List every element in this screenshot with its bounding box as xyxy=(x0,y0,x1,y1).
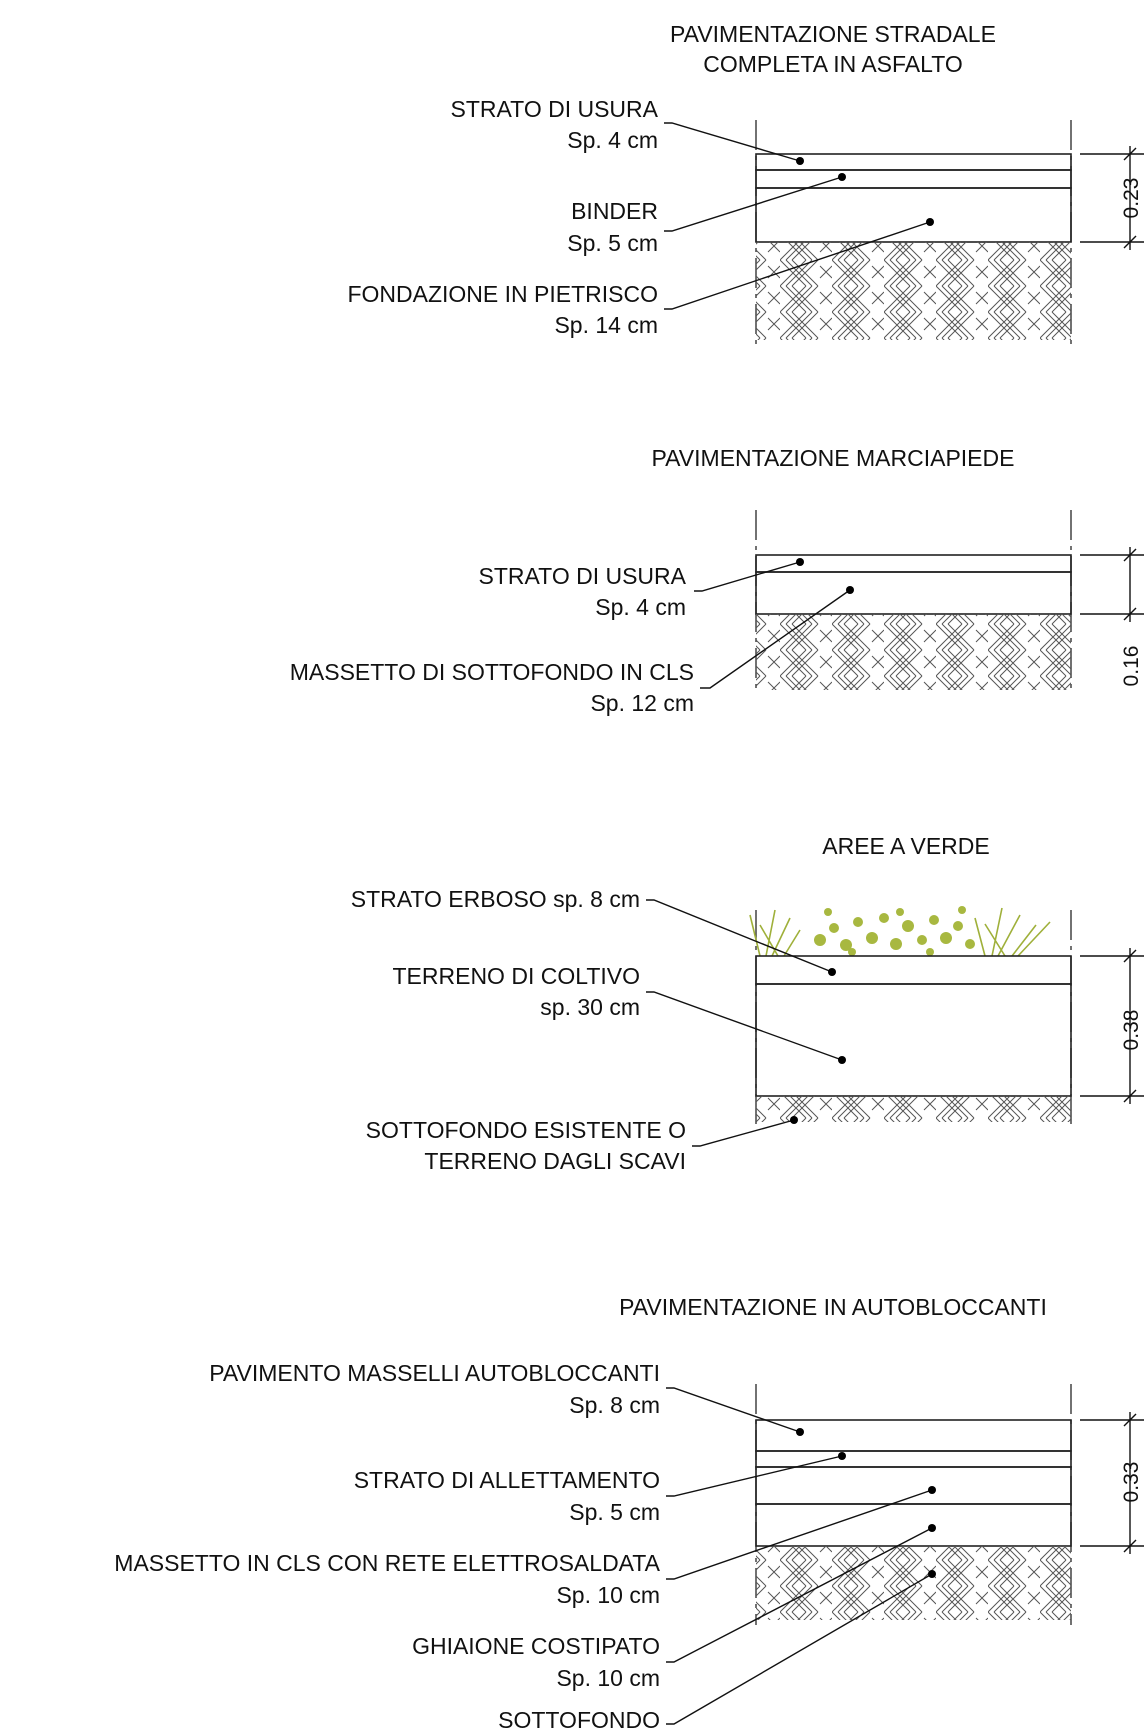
layer-binder xyxy=(755,169,1072,189)
layer-compacted-gravel xyxy=(755,1503,1072,1547)
leader-dot xyxy=(790,1116,798,1124)
layer-crushed-stone xyxy=(755,187,1072,243)
layer-thickness: Sp. 8 cm xyxy=(569,1392,660,1418)
layer-thickness: Sp. 4 cm xyxy=(567,127,658,153)
layer-label: STRATO DI USURA xyxy=(479,563,687,589)
layer-thickness: Sp. 5 cm xyxy=(567,230,658,256)
layer-thickness: Sp. 14 cm xyxy=(554,312,658,338)
leader-dot xyxy=(928,1486,936,1494)
leader-line xyxy=(666,1573,933,1725)
layer-subgrade xyxy=(756,614,1071,690)
section-title-line2: COMPLETA IN ASFALTO xyxy=(703,51,962,77)
leader-dot xyxy=(796,558,804,566)
leader-dot xyxy=(838,173,846,181)
leader-dot xyxy=(838,1056,846,1064)
layer-pavers xyxy=(755,1419,1072,1452)
layer-reinforced-concrete xyxy=(755,1466,1072,1505)
section-interlocking-pavers: PAVIMENTAZIONE IN AUTOBLOCCANTI PAVIMENT… xyxy=(114,1294,1144,1733)
leader-dot xyxy=(846,586,854,594)
layer-label-line2: TERRENO DAGLI SCAVI xyxy=(424,1148,686,1174)
leader-line xyxy=(692,1119,795,1147)
layer-label: STRATO DI USURA xyxy=(451,96,659,122)
leader-line xyxy=(664,176,843,232)
grass-icon xyxy=(749,907,1051,957)
dimension-value: 0.38 xyxy=(1120,1010,1143,1051)
dimension-total: 0.33 xyxy=(1080,1412,1144,1554)
layer-thickness: sp. 30 cm xyxy=(540,994,640,1020)
layer-existing-subgrade xyxy=(756,1096,1071,1122)
layer-concrete-screed xyxy=(755,571,1072,615)
layer-label: GHIAIONE COSTIPATO xyxy=(412,1633,660,1659)
layer-label: SOTTOFONDO ESISTENTE O xyxy=(366,1117,686,1143)
layer-label: STRATO DI ALLETTAMENTO xyxy=(354,1467,660,1493)
grass-cover xyxy=(814,906,975,956)
layer-thickness: Sp. 10 cm xyxy=(556,1582,660,1608)
layer-label: MASSETTO DI SOTTOFONDO IN CLS xyxy=(290,659,694,685)
layer-label: PAVIMENTO MASSELLI AUTOBLOCCANTI xyxy=(209,1360,660,1386)
leader-line xyxy=(646,991,843,1061)
leader-line xyxy=(646,899,833,973)
layer-thickness: Sp. 4 cm xyxy=(595,594,686,620)
layer-label: FONDAZIONE IN PIETRISCO xyxy=(347,281,658,307)
leader-dot xyxy=(928,1570,936,1578)
section-title-line1: PAVIMENTAZIONE IN AUTOBLOCCANTI xyxy=(619,1294,1047,1320)
layer-subgrade xyxy=(756,242,1071,340)
layer-topsoil xyxy=(755,983,1072,1097)
dimension-total: 0.38 xyxy=(1080,948,1144,1104)
dimension-value: 0.16 xyxy=(1120,646,1143,687)
section-title-line1: PAVIMENTAZIONE STRADALE xyxy=(670,21,996,47)
section-sidewalk: PAVIMENTAZIONE MARCIAPIEDE STRATO DI USU… xyxy=(290,445,1144,716)
layer-thickness: Sp. 10 cm xyxy=(556,1665,660,1691)
layer-label: BINDER xyxy=(571,198,658,224)
leader-line xyxy=(666,1455,843,1497)
leader-dot xyxy=(796,157,804,165)
leader-line xyxy=(664,122,801,162)
dimension-total: 0.23 xyxy=(1080,146,1144,250)
layer-label: SOTTOFONDO xyxy=(498,1707,660,1733)
leader-dot xyxy=(828,968,836,976)
dimension-value: 0.33 xyxy=(1120,1462,1143,1503)
section-title-line1: PAVIMENTAZIONE MARCIAPIEDE xyxy=(652,445,1015,471)
dimension-total: 0.16 xyxy=(1080,547,1144,686)
leader-line xyxy=(664,221,931,310)
layer-label: TERRENO DI COLTIVO xyxy=(393,963,641,989)
leader-line xyxy=(666,1527,933,1663)
leader-dot xyxy=(926,218,934,226)
leader-dot xyxy=(796,1428,804,1436)
dimension-value: 0.23 xyxy=(1120,178,1143,219)
leader-dot xyxy=(838,1452,846,1460)
leader-line xyxy=(666,1489,933,1580)
layer-thickness: Sp. 12 cm xyxy=(590,690,694,716)
layer-label: MASSETTO IN CLS CON RETE ELETTROSALDATA xyxy=(114,1550,660,1576)
layer-label: STRATO ERBOSO sp. 8 cm xyxy=(351,886,640,912)
section-title-line1: AREE A VERDE xyxy=(822,833,989,859)
layer-subgrade xyxy=(756,1546,1071,1620)
leader-line xyxy=(694,561,801,592)
section-road-asphalt: PAVIMENTAZIONE STRADALE COMPLETA IN ASFA… xyxy=(347,21,1144,348)
leader-line xyxy=(700,589,851,689)
layer-thickness: Sp. 5 cm xyxy=(569,1499,660,1525)
leader-line xyxy=(666,1387,801,1433)
section-green-area: AREE A VERDE STRATO ERBOSO sp. 8 cm TERR… xyxy=(351,833,1144,1174)
leader-dot xyxy=(928,1524,936,1532)
